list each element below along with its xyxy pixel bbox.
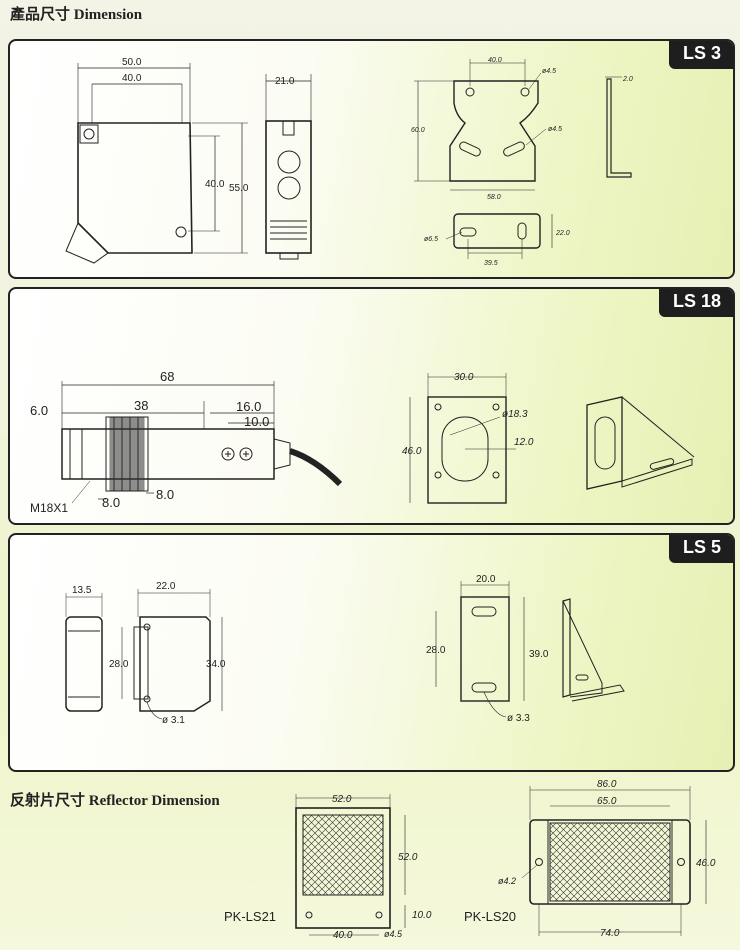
ls5-model-tag: LS 5 <box>668 535 733 563</box>
ls5-panel: LS 5 13.5 22.0 28.0 34.0 ø 3.1 20.0 28.0… <box>8 533 735 772</box>
ls3-bracket-side <box>606 78 632 178</box>
ls18-dim-38: 38 <box>134 398 148 413</box>
ls5-bracket-front <box>460 596 510 702</box>
ls18-cable <box>289 448 343 487</box>
ls3-bracket-60: 60.0 <box>411 127 425 134</box>
ls18-panel: LS 18 68 6.0 38 16.0 10.0 M18X1 8.0 8.0 <box>8 287 735 525</box>
reflector-title: 反射片尺寸 Reflector Dimension <box>10 793 220 809</box>
pk-ls20-grid <box>549 822 671 902</box>
ls3-cable-gland <box>65 222 109 264</box>
ls18-model-tag: LS 18 <box>658 289 733 317</box>
ls5-side-view <box>139 616 211 712</box>
ls3-body-outline <box>77 122 193 254</box>
ls18-dim-8a: 8.0 <box>102 495 120 510</box>
ls5-bracket-28: 28.0 <box>426 645 446 656</box>
ls3-dim-21: 21.0 <box>275 76 295 87</box>
ls5-front-view <box>65 616 103 712</box>
ls18-bracket-dia: ø18.3 <box>502 409 528 420</box>
ls18-bracket-front <box>427 396 507 504</box>
ls3-bracket-22: 22.0 <box>555 230 570 237</box>
ls3-bracket-58: 58.0 <box>487 194 501 201</box>
pk-ls21-outline <box>295 807 391 929</box>
ls5-drawing: 13.5 22.0 28.0 34.0 ø 3.1 20.0 28.0 39.0… <box>65 574 625 726</box>
pk-ls20-dim-86: 86.0 <box>597 779 617 790</box>
ls3-dim-55: 55.0 <box>229 183 249 194</box>
ls18-dim-6: 6.0 <box>30 403 48 418</box>
pk-ls21-grid <box>302 814 384 896</box>
ls3-model-tag: LS 3 <box>668 41 733 69</box>
ls18-dim-16: 16.0 <box>236 399 261 414</box>
ls3-mount-hole-top <box>83 128 95 140</box>
ls3-dim-40w: 40.0 <box>122 73 142 84</box>
ls3-panel: LS 3 50.0 40.0 40.0 55.0 21.0 <box>8 39 735 279</box>
ls3-drawing: 50.0 40.0 40.0 55.0 21.0 40.0 ø4.5 60.0 … <box>65 57 633 267</box>
ls18-dim-8b: 8.0 <box>156 487 174 502</box>
ls5-dim-34: 34.0 <box>206 659 226 670</box>
ls5-bracket-39: 39.0 <box>529 649 549 660</box>
ls3-dim-40h: 40.0 <box>205 179 225 190</box>
ls18-drawing: 68 6.0 38 16.0 10.0 M18X1 8.0 8.0 30.0 ø… <box>30 369 695 515</box>
pk-ls20-outline <box>529 819 691 905</box>
pk-ls21-dim-52w: 52.0 <box>332 794 352 805</box>
ls3-bracket-dia-mid: ø4.5 <box>548 126 562 133</box>
ls3-dim-50: 50.0 <box>122 57 142 68</box>
pk-ls20-dim-74: 74.0 <box>600 928 620 939</box>
ls3-mount-hole-bottom <box>175 226 187 238</box>
ls3-mount-corner <box>79 124 99 144</box>
ls18-bracket-30: 30.0 <box>454 372 474 383</box>
ls3-bracket-dia-bot: ø6.5 <box>424 236 438 243</box>
pk-ls21-dim-10: 10.0 <box>412 910 432 921</box>
pk-ls21-hole: ø4.5 <box>384 929 403 939</box>
ls18-dim-68: 68 <box>160 369 174 384</box>
ls5-dim-28: 28.0 <box>109 659 129 670</box>
ls3-bracket-bottom <box>453 213 541 249</box>
ls3-bracket-dia-top: ø4.5 <box>542 68 556 75</box>
pk-ls20-label: PK-LS20 <box>464 909 516 924</box>
pk-ls21-dim-40: 40.0 <box>333 930 353 941</box>
ls18-bracket-12: 12.0 <box>514 437 534 448</box>
ls5-dim-22: 22.0 <box>156 581 176 592</box>
ls5-hole-label: ø 3.1 <box>162 715 185 726</box>
pk-ls20-hole: ø4.2 <box>498 876 516 886</box>
ls18-bracket-3d <box>586 396 623 490</box>
pk-ls21-label: PK-LS21 <box>224 909 276 924</box>
ls18-thread-label: M18X1 <box>30 501 68 515</box>
pk-ls20-dim-65: 65.0 <box>597 796 617 807</box>
ls3-bracket-2: 2.0 <box>622 76 633 83</box>
ls18-bracket-46: 46.0 <box>402 446 422 457</box>
ls5-dim-13: 13.5 <box>72 585 92 596</box>
pk-ls21-dim-52h: 52.0 <box>398 852 418 863</box>
ls5-bracket-hole: ø 3.3 <box>507 713 530 724</box>
ls3-bracket-40: 40.0 <box>488 57 502 64</box>
ls18-cylinder <box>61 428 275 480</box>
ls5-bracket-20: 20.0 <box>476 574 496 585</box>
ls3-bracket-front <box>449 80 539 182</box>
ls3-bracket-39: 39.5 <box>484 260 498 267</box>
dimension-title: 產品尺寸 Dimension <box>10 7 143 23</box>
ls18-dim-10: 10.0 <box>244 414 269 429</box>
pk-ls20-dim-46: 46.0 <box>696 858 716 869</box>
